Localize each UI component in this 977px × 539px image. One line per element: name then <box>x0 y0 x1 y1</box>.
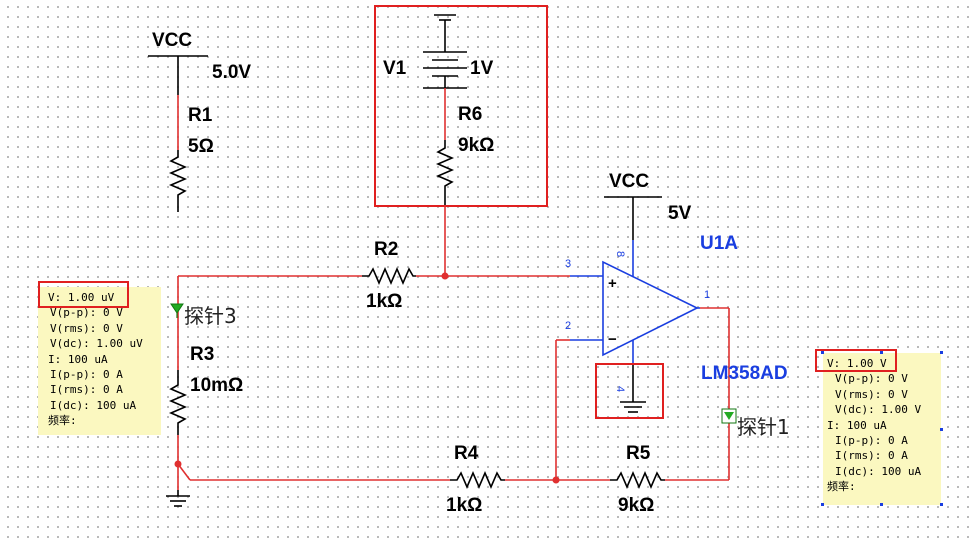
probe-3-label: 探针3 <box>184 304 237 328</box>
vcc-source-top[interactable]: VCC 5.0V <box>148 30 251 95</box>
v1-name: V1 <box>383 58 407 79</box>
probe-3-idc: I(dc): 100 uA <box>50 398 137 412</box>
selection-handle[interactable] <box>880 503 883 506</box>
resistor-r2[interactable]: R2 1kΩ <box>362 239 416 312</box>
probe-1-current: I: 100 uA <box>827 418 887 432</box>
r3-value: 10mΩ <box>190 375 243 396</box>
r2-value: 1kΩ <box>366 291 402 312</box>
r6-name: R6 <box>458 104 482 125</box>
v1-r6-highlight-box <box>374 5 548 207</box>
probe-1-voltage: V: 1.00 V <box>827 357 887 370</box>
probe-1-vdc: V(dc): 1.00 V <box>835 403 922 417</box>
resistor-r6[interactable]: R6 9kΩ <box>435 104 494 205</box>
probe-1-irms: I(rms): 0 A <box>835 449 908 463</box>
ground-v1 <box>434 14 456 52</box>
selection-handle[interactable] <box>940 503 943 506</box>
resistor-r5[interactable]: R5 9kΩ <box>610 443 665 516</box>
opamp-ground-highlight-box <box>595 363 664 419</box>
junction-r4-r5 <box>552 476 560 484</box>
v1-value: 1V <box>470 58 494 79</box>
probe-3-vpp: V(p-p): 0 V <box>50 306 123 320</box>
vcc-source-opamp[interactable]: VCC 5V <box>604 171 692 240</box>
r4-name: R4 <box>454 443 479 464</box>
opamp-u1a[interactable]: + − 3 2 1 8 4 U1A LM358AD <box>565 233 788 392</box>
selection-handle[interactable] <box>821 503 824 506</box>
resistor-r1[interactable]: R1 5Ω <box>168 105 214 212</box>
probe-3-vdc: V(dc): 1.00 uV <box>50 337 143 351</box>
r3-name: R3 <box>190 344 214 365</box>
resistor-r3[interactable]: R3 10mΩ <box>168 344 243 435</box>
r2-name: R2 <box>374 239 398 260</box>
opamp-minus-sign: − <box>608 331 617 348</box>
vcc-top-label: VCC <box>152 30 192 51</box>
r1-name: R1 <box>188 105 213 126</box>
probe-3-current: I: 100 uA <box>48 352 108 366</box>
ground-opamp <box>620 365 646 413</box>
u1a-model: LM358AD <box>701 363 788 384</box>
probe-3-irms: I(rms): 0 A <box>50 383 123 397</box>
probe-3-voltage: V: 1.00 uV <box>48 291 115 304</box>
selection-handle[interactable] <box>940 428 943 431</box>
u1a-name: U1A <box>700 233 738 254</box>
r1-value: 5Ω <box>188 136 214 157</box>
junction-r3-ground <box>174 460 182 468</box>
probe-1[interactable]: 探针1 <box>721 408 790 439</box>
probe-3-voltage-highlight <box>38 281 129 308</box>
probe-1-voltage-highlight <box>815 349 897 372</box>
selection-handle[interactable] <box>940 351 943 354</box>
vcc-opamp-value: 5V <box>668 203 692 224</box>
resistor-r4[interactable]: R4 1kΩ <box>446 443 505 516</box>
battery-v1[interactable]: V1 1V <box>383 51 494 89</box>
probe-1-readout: V: 1.00 V V(p-p): 0 V V(rms): 0 V V(dc):… <box>823 353 941 505</box>
probe-3[interactable]: 探针3 <box>170 303 237 328</box>
selection-handle[interactable] <box>880 351 883 354</box>
probe-3-readout: V: 1.00 uV V(p-p): 0 V V(rms): 0 V V(dc)… <box>38 287 161 435</box>
r5-name: R5 <box>626 443 651 464</box>
probe-1-frequency: 频率: <box>827 480 856 494</box>
probe-1-vpp: V(p-p): 0 V <box>835 372 908 386</box>
vcc-top-value: 5.0V <box>212 62 251 83</box>
selection-handle[interactable] <box>821 351 824 354</box>
pin-3-label: 3 <box>565 258 571 270</box>
pin-1-label: 1 <box>704 289 710 301</box>
probe-1-idc: I(dc): 100 uA <box>835 464 922 478</box>
probe-1-vrms: V(rms): 0 V <box>835 387 908 401</box>
probe-3-frequency: 频率: <box>48 414 77 428</box>
opamp-plus-sign: + <box>608 275 617 292</box>
ground-r3 <box>166 490 190 507</box>
pin-8-label: 8 <box>614 251 626 257</box>
probe-3-ipp: I(p-p): 0 A <box>50 368 123 382</box>
probe-1-ipp: I(p-p): 0 A <box>835 434 908 448</box>
junction-r2-r6 <box>441 272 449 280</box>
pin-2-label: 2 <box>565 320 571 332</box>
pin-4-label: 4 <box>614 386 626 392</box>
probe-1-label: 探针1 <box>737 415 790 439</box>
r4-value: 1kΩ <box>446 495 482 516</box>
vcc-opamp-label: VCC <box>609 171 649 192</box>
probe-3-vrms: V(rms): 0 V <box>50 321 123 335</box>
r5-value: 9kΩ <box>618 495 654 516</box>
r6-value: 9kΩ <box>458 135 494 156</box>
